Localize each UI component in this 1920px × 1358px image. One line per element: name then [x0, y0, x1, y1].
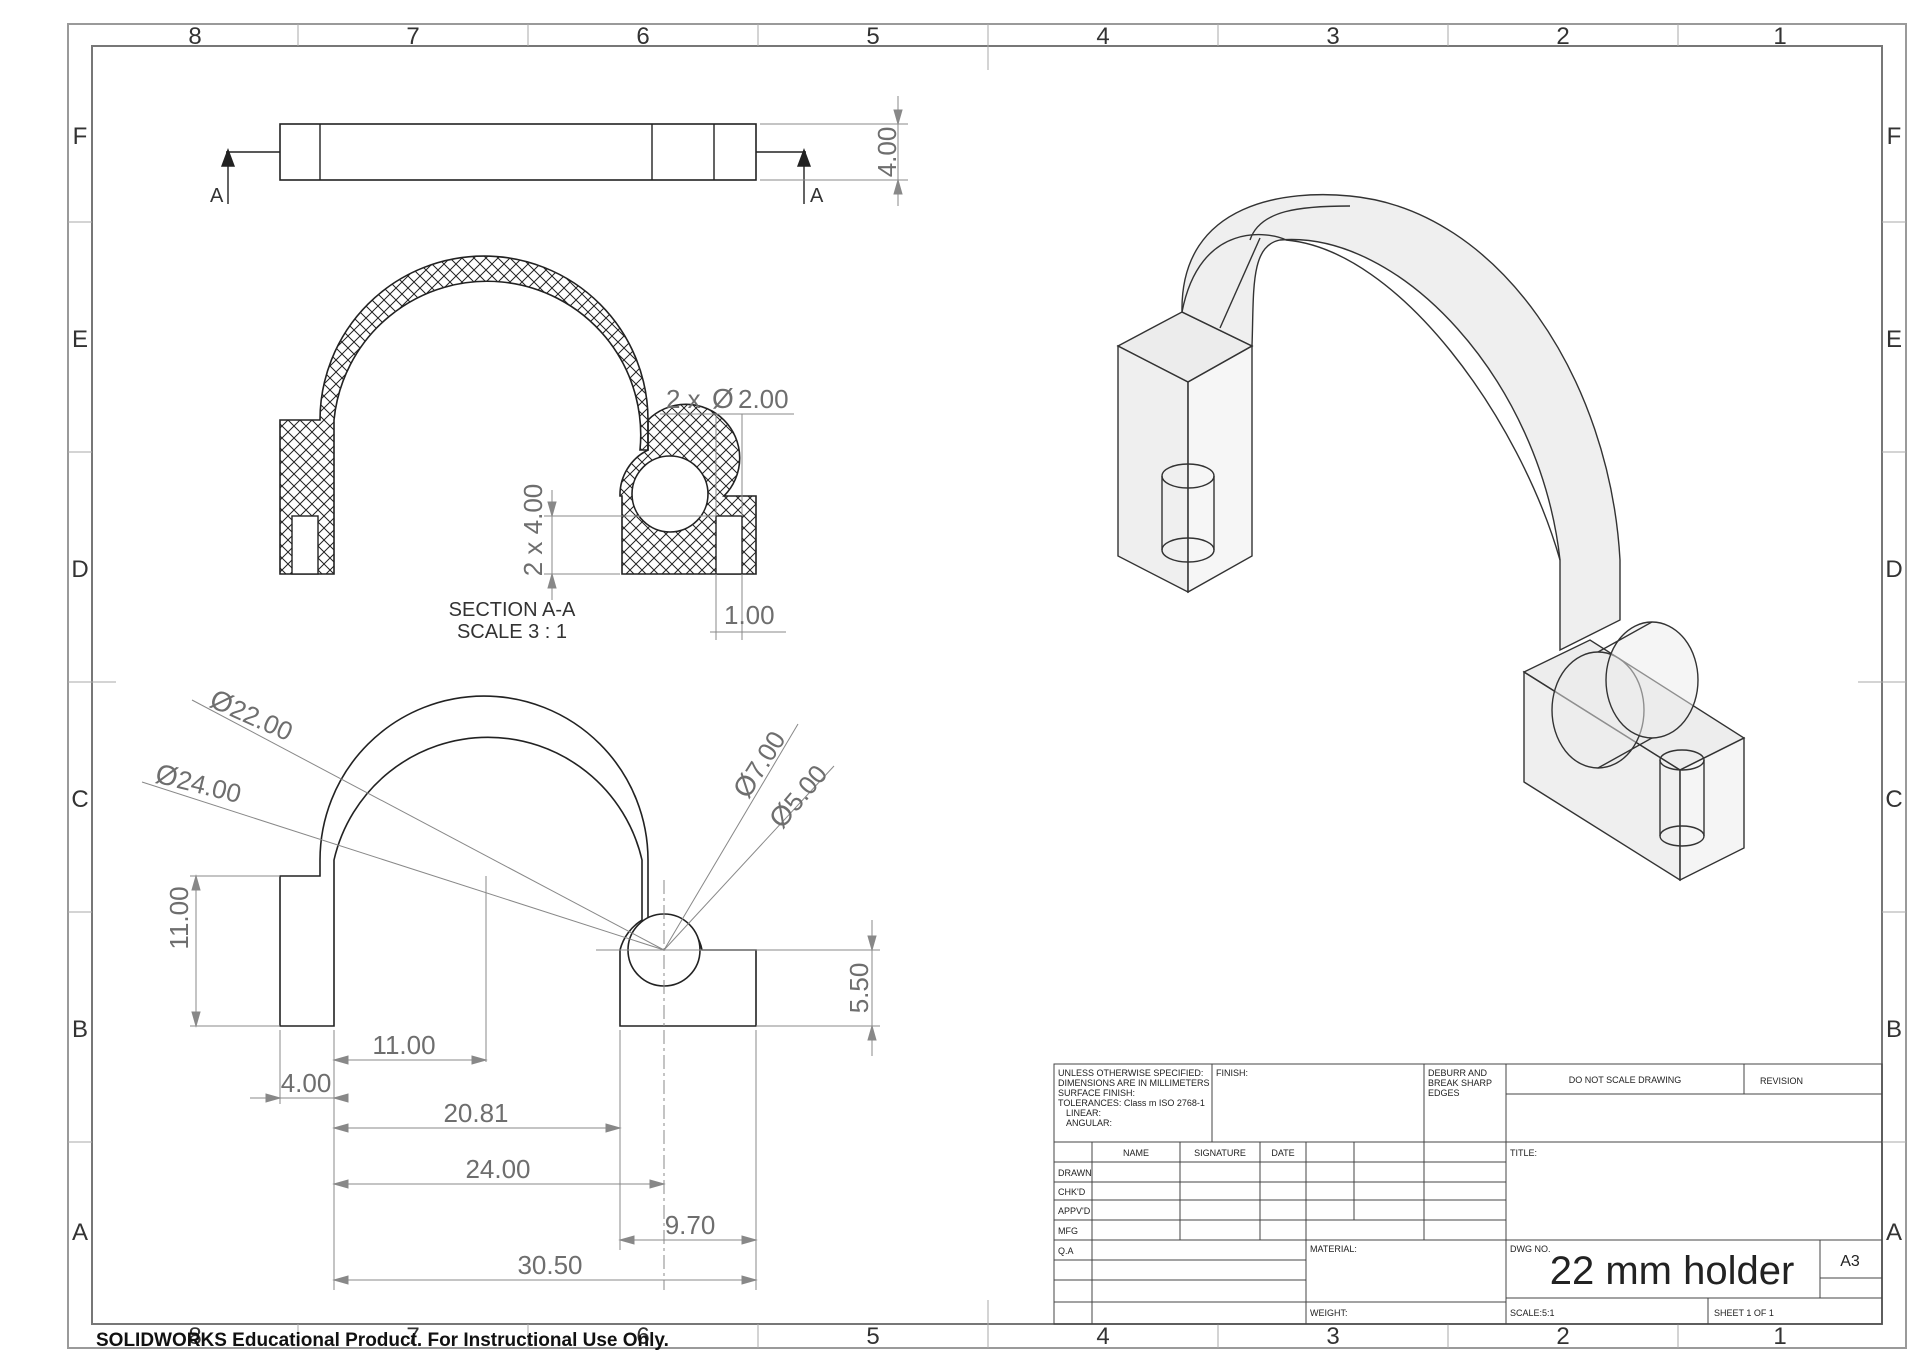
dim-label: 22.00	[226, 693, 298, 747]
front-dims	[141, 699, 880, 1290]
tb-note: LINEAR:	[1066, 1108, 1101, 1118]
drawing-number: 22 mm holder	[1550, 1249, 1795, 1293]
zone-label: E	[1886, 326, 1902, 353]
zone-label: 4	[1096, 1323, 1109, 1350]
educational-watermark: SOLIDWORKS Educational Product. For Inst…	[96, 1330, 669, 1351]
zone-label: 8	[188, 1323, 201, 1350]
zone-label: 1	[1773, 23, 1786, 50]
tb-role: APPV'D	[1058, 1206, 1091, 1216]
dim-label: 20.81	[443, 1098, 508, 1128]
zone-rows-left: F E D C B A	[71, 123, 88, 1246]
tb-weight: WEIGHT:	[1310, 1308, 1348, 1318]
zone-label: 3	[1326, 1323, 1339, 1350]
zone-label: 2	[1556, 1323, 1569, 1350]
tb-note: DIMENSIONS ARE IN MILLIMETERS	[1058, 1078, 1210, 1088]
tb-header: DATE	[1271, 1148, 1294, 1158]
dim-label: 30.50	[517, 1250, 582, 1280]
zone-label: 8	[188, 23, 201, 50]
tb-deburr: BREAK SHARP	[1428, 1078, 1492, 1088]
zone-label: 3	[1326, 23, 1339, 50]
tb-header: SIGNATURE	[1194, 1148, 1246, 1158]
dim-label: 1.00	[724, 600, 775, 630]
section-view: 2 x Ø 2.00 2 x 4.00 1.00 SECTION A-A SCA…	[279, 255, 794, 643]
tb-sheet: SHEET 1 OF 1	[1714, 1308, 1774, 1318]
isometric-view	[1116, 193, 1746, 882]
tb-dwg-no-label: DWG NO.	[1510, 1244, 1551, 1254]
section-hatched-arch	[279, 255, 649, 575]
section-title: SECTION A-A	[449, 599, 576, 621]
dim-holes	[544, 413, 794, 640]
tb-note: TOLERANCES: Class m ISO 2768-1	[1058, 1098, 1205, 1108]
tb-header: NAME	[1123, 1148, 1149, 1158]
zone-rows-right: F E D C B A	[1885, 123, 1902, 1246]
zone-label: F	[1887, 123, 1902, 150]
front-diameter-labels: Ø 22.00 Ø 24.00 Ø 7.00 Ø 5.00	[153, 683, 834, 834]
dim-label: 2 x	[666, 384, 701, 414]
zone-columns-top: 8 7 6 5 4 3 2 1	[188, 23, 1786, 50]
tb-deburr: EDGES	[1428, 1088, 1460, 1098]
tb-role: Q.A	[1058, 1246, 1074, 1256]
dim-label: 24.00	[465, 1154, 530, 1184]
zone-label: 5	[866, 1323, 879, 1350]
inner-border	[91, 45, 1883, 1325]
zone-label: E	[72, 326, 88, 353]
dim-label: 4.00	[281, 1068, 332, 1098]
outer-border	[67, 23, 1907, 1349]
top-view: A A 4.00	[210, 96, 908, 207]
front-view: Ø 22.00 Ø 24.00 Ø 7.00 Ø 5.00 11.00 5.50…	[141, 683, 880, 1290]
tb-revision: REVISION	[1760, 1076, 1803, 1086]
tb-scale: SCALE:5:1	[1510, 1308, 1555, 1318]
diameter-symbol: Ø	[712, 383, 734, 414]
section-marker-left: A	[210, 185, 224, 207]
tb-finish: FINISH:	[1216, 1068, 1248, 1078]
tb-role: DRAWN	[1058, 1168, 1092, 1178]
section-marker-right: A	[810, 185, 824, 207]
section-line-a	[220, 148, 812, 204]
zone-label: A	[1886, 1219, 1902, 1246]
zone-label: 6	[636, 1323, 649, 1350]
tb-do-not-scale: DO NOT SCALE DRAWING	[1569, 1075, 1682, 1085]
zone-label: B	[1886, 1016, 1902, 1043]
tb-note: ANGULAR:	[1066, 1118, 1112, 1128]
tb-note: SURFACE FINISH:	[1058, 1088, 1135, 1098]
zone-label: 7	[406, 23, 419, 50]
tb-note: UNLESS OTHERWISE SPECIFIED:	[1058, 1068, 1203, 1078]
dim-label: 2.00	[738, 384, 789, 414]
dim-label: 11.00	[164, 886, 194, 949]
dim-top-height	[760, 96, 908, 206]
zone-label: 1	[1773, 1323, 1786, 1350]
zone-label: 5	[866, 23, 879, 50]
zone-ticks	[68, 24, 1906, 1348]
zone-label: 4	[1096, 23, 1109, 50]
tb-role: CHK'D	[1058, 1187, 1086, 1197]
dim-label: 9.70	[665, 1210, 716, 1240]
zone-label: D	[71, 556, 88, 583]
section-scale: SCALE 3 : 1	[457, 621, 567, 643]
zone-label: D	[1885, 556, 1902, 583]
dim-label: 11.00	[372, 1030, 435, 1060]
zone-label: F	[73, 123, 88, 150]
zone-label: C	[1885, 786, 1902, 813]
dim-label: 2 x 4.00	[518, 484, 548, 577]
sheet-size: A3	[1840, 1253, 1860, 1270]
zone-label: 2	[1556, 23, 1569, 50]
title-block	[1053, 1063, 1883, 1325]
zone-label: 7	[406, 1323, 419, 1350]
tb-deburr: DEBURR AND	[1428, 1068, 1488, 1078]
dim-label: 5.50	[844, 963, 874, 1014]
dim-label: 4.00	[872, 127, 902, 178]
zone-label: 6	[636, 23, 649, 50]
zone-label: C	[71, 786, 88, 813]
zone-columns-bottom: 8 7 6 5 4 3 2 1	[188, 1323, 1786, 1350]
tb-title-label: TITLE:	[1510, 1148, 1537, 1158]
tb-material: MATERIAL:	[1310, 1244, 1357, 1254]
dim-label: 24.00	[174, 764, 244, 809]
tb-role: MFG	[1058, 1226, 1078, 1236]
zone-label: B	[72, 1016, 88, 1043]
zone-label: A	[72, 1219, 88, 1246]
title-block-text: UNLESS OTHERWISE SPECIFIED: DIMENSIONS A…	[1058, 1068, 1803, 1318]
